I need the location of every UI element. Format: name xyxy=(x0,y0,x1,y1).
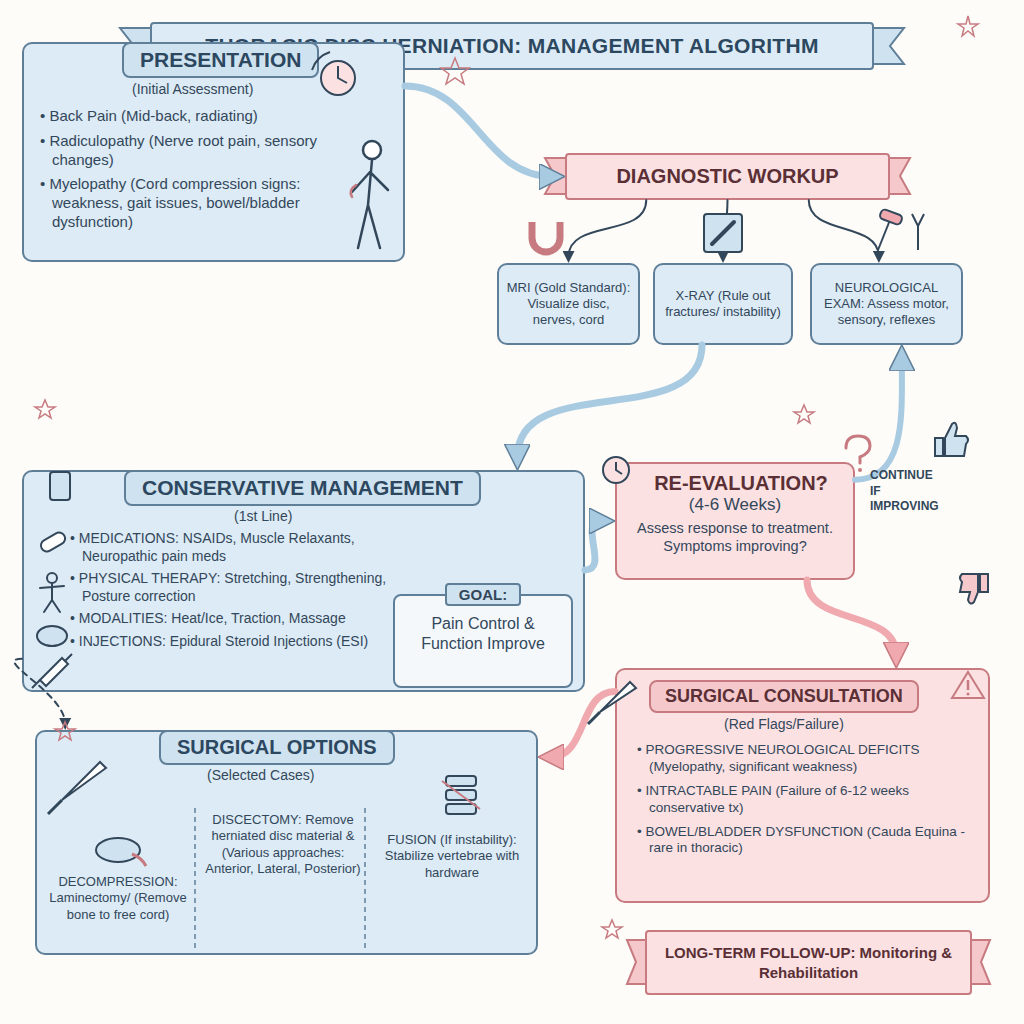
node-text: (1st Line) xyxy=(234,508,573,524)
doodle-shape xyxy=(872,28,904,64)
doodle-shape xyxy=(794,405,814,423)
node-text: • PROGRESSIVE NEUROLOGICAL DEFICITS (Mye… xyxy=(637,742,976,776)
node-text: Assess response to treatment. Symptoms i… xyxy=(627,519,843,555)
doodle-shape xyxy=(980,574,988,592)
doodle-shape xyxy=(602,920,622,938)
test-box: X-RAY (Rule out fractures/ instability) xyxy=(653,263,793,345)
test-box: NEUROLOGICAL EXAM: Assess motor, sensory… xyxy=(810,263,963,345)
flow-arrow xyxy=(809,200,879,257)
flow-arrow xyxy=(585,521,602,570)
edge-label: CONTINUE IF IMPROVING xyxy=(870,468,942,515)
node-heading: DIAGNOSTIC WORKUP xyxy=(616,165,838,188)
node-text: • INJECTIONS: Epidural Steroid Injection… xyxy=(70,633,402,651)
node-heading: LONG-TERM FOLLOW-UP: Monitoring & Rehabi… xyxy=(647,943,970,982)
doodle-shape xyxy=(712,222,734,244)
doodle-shape xyxy=(545,158,567,194)
thumbs-down-icon xyxy=(960,574,988,604)
flow-arrow xyxy=(517,345,702,457)
node-heading: NEUROLOGICAL EXAM: Assess motor, sensory… xyxy=(812,280,961,329)
flow-arrow xyxy=(551,692,615,758)
flow-arrow xyxy=(807,580,896,655)
doodle-shape xyxy=(588,712,600,724)
magnet-icon xyxy=(532,222,560,252)
xray-icon xyxy=(704,214,742,252)
node-text: • INTRACTABLE PAIN (Failure of 6-12 week… xyxy=(637,783,976,817)
node-heading: CONSERVATIVE MANAGEMENT xyxy=(124,470,481,506)
node-text: FUSION (If instability): Stabilize verte… xyxy=(373,832,531,881)
flow-arrow xyxy=(569,200,647,257)
node-heading: X-RAY (Rule out fractures/ instability) xyxy=(655,288,791,321)
node-heading: PRESENTATION xyxy=(122,42,319,78)
surgery-box: SURGICAL OPTIONS (Selected Cases) DECOMPRE… xyxy=(35,730,538,955)
doodle-shape xyxy=(945,423,968,456)
doodle-shape xyxy=(858,468,862,472)
doodle-shape xyxy=(627,940,647,984)
node-text: (4-6 Weeks) xyxy=(627,495,843,515)
node-text: • BOWEL/BLADDER DYSFUNCTION (Cauda Equin… xyxy=(637,824,976,858)
node-text: Pain Control & Function Improve xyxy=(403,614,563,654)
node-text: (Initial Assessment) xyxy=(132,81,391,97)
doodle-shape xyxy=(704,214,742,252)
conservative-box: CONSERVATIVE MANAGEMENT (1st Line) • MEDIC… xyxy=(22,470,585,692)
node-heading: MRI (Gold Standard): Visualize disc, ner… xyxy=(499,280,638,329)
goal-box: GOAL:Pain Control & Function Improve xyxy=(393,594,573,688)
node-text: • Back Pain (Mid-back, radiating) xyxy=(40,107,332,126)
doodle-shape xyxy=(912,214,924,250)
node-text: • MODALITIES: Heat/Ice, Traction, Massag… xyxy=(70,610,402,628)
node-text: DISCECTOMY: Remove herniated disc materi… xyxy=(203,812,363,877)
doodle-shape xyxy=(970,940,990,984)
presentation-box: PRESENTATION (Initial Assessment) • Back P… xyxy=(22,42,405,262)
test-box: MRI (Gold Standard): Visualize disc, ner… xyxy=(497,263,640,345)
decision-box: RE-EVALUATION?(4-6 Weeks) Assess response… xyxy=(615,462,855,580)
consult-box: SURGICAL CONSULTATION (Red Flags/Failure)… xyxy=(615,668,990,903)
node-text: • MEDICATIONS: NSAIDs, Muscle Relaxants,… xyxy=(70,530,402,565)
node-heading: SURGICAL CONSULTATION xyxy=(649,680,919,713)
reflex-hammer-icon xyxy=(878,209,924,250)
doodle-shape xyxy=(888,158,910,194)
flow-arrow xyxy=(723,200,728,257)
node-heading: GOAL: xyxy=(445,583,521,606)
node-heading: SURGICAL OPTIONS xyxy=(159,730,395,765)
thumbs-up-icon xyxy=(935,423,968,456)
doodle-shape xyxy=(935,438,943,456)
flow-arrow xyxy=(855,358,902,480)
doodle-shape xyxy=(958,16,978,36)
doodle-shape xyxy=(846,436,870,463)
doodle-shape xyxy=(879,209,903,226)
node-text: (Red Flags/Failure) xyxy=(724,716,976,732)
doodle-shape xyxy=(35,400,55,418)
doodle-shape xyxy=(878,220,890,250)
node-text: DECOMPRESSION: Laminectomy/ (Remove bone… xyxy=(43,874,193,923)
doodle-shape xyxy=(532,222,560,252)
node-text: (Selected Cases) xyxy=(207,767,526,783)
node-heading: RE-EVALUATION? xyxy=(639,472,843,495)
node-text: • Myelopathy (Cord compression signs: we… xyxy=(40,175,332,231)
node-text: • Radiculopathy (Nerve root pain, sensor… xyxy=(40,132,332,170)
follow-up-banner: LONG-TERM FOLLOW-UP: Monitoring & Rehabi… xyxy=(645,930,972,995)
flow-arrow xyxy=(405,86,552,177)
workup-banner: DIAGNOSTIC WORKUP xyxy=(565,153,890,200)
doodle-shape xyxy=(960,574,978,604)
node-text: • PHYSICAL THERAPY: Stretching, Strength… xyxy=(70,570,402,605)
